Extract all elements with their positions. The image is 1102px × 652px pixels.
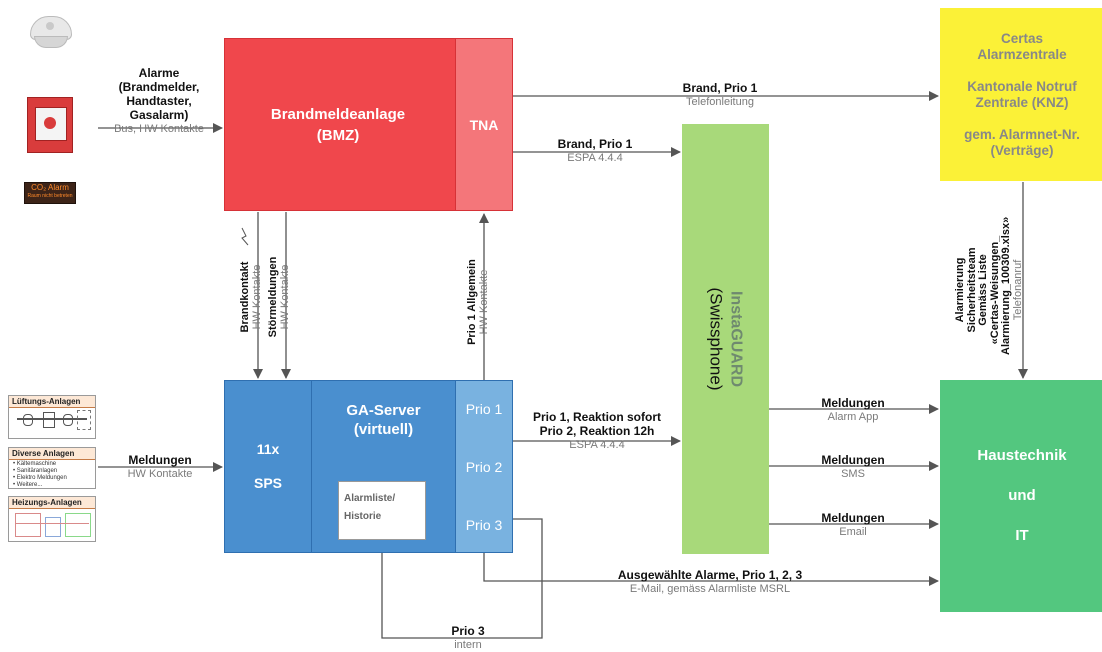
- prio1-label: Prio 1: [465, 401, 503, 417]
- panel-diverse-title: Diverse Anlagen: [9, 448, 95, 460]
- alarm-app-main: Meldungen: [821, 396, 885, 410]
- co2-alarm-icon: CO₂ Alarm Raum nicht betreten: [24, 182, 76, 204]
- alarmierung-label: Alarmierung Sicherheitsteam Gemäss Liste…: [954, 216, 1024, 355]
- alarmliste-box: Alarmliste/ Historie: [338, 481, 426, 540]
- sps-box: 11x SPS: [224, 380, 312, 553]
- tna-box: TNA: [455, 38, 513, 211]
- certas-box: Certas Alarmzentrale Kantonale Notruf Ze…: [940, 8, 1102, 181]
- ausgewaehlte-sub: E-Mail, gemäss Alarmliste MSRL: [629, 583, 791, 595]
- panel-lueftung: Lüftungs-Anlagen: [8, 395, 96, 439]
- alarmierung-main: Alarmierung Sicherheitsteam Gemäss Liste…: [954, 216, 1012, 355]
- stoermeldungen-label: Störmeldungen HW Kontakte: [267, 232, 291, 362]
- sms-main: Meldungen: [821, 453, 885, 467]
- stoermeldungen-sub: HW Kontakte: [279, 264, 291, 330]
- arrow-ausgewaehlte: [483, 553, 939, 586]
- lightning-mark: [241, 227, 249, 246]
- instaguard-vendor: (Swissphone): [706, 287, 726, 391]
- alarmierung-sub: Telefonanruf: [1011, 259, 1024, 321]
- reaktion-label: Prio 1, Reaktion sofort Prio 2, Reaktion…: [514, 410, 680, 452]
- alarm-app-label: Meldungen Alarm App: [790, 396, 916, 424]
- brand-espa-label: Brand, Prio 1 ESPA 4.4.4: [525, 137, 665, 165]
- email-sub: Email: [839, 526, 867, 538]
- sms-label: Meldungen SMS: [790, 453, 916, 481]
- prio3-intern-label: Prio 3 intern: [432, 624, 504, 652]
- prio2-label: Prio 2: [465, 459, 503, 475]
- reaktion-sub: ESPA 4.4.4: [569, 439, 625, 451]
- sms-sub: SMS: [841, 468, 865, 480]
- meldungen-in-sub: HW Kontakte: [127, 468, 193, 480]
- brand-espa-sub: ESPA 4.4.4: [567, 152, 623, 164]
- tna-label: TNA: [469, 116, 499, 133]
- certas-label: Certas Alarmzentrale Kantonale Notruf Ze…: [964, 30, 1080, 158]
- manual-call-point-icon: [27, 97, 73, 153]
- haustechnik-box: Haustechnik und IT: [940, 380, 1102, 612]
- prio3-intern-main: Prio 3: [451, 624, 485, 638]
- ausgewaehlte-main: Ausgewählte Alarme, Prio 1, 2, 3: [617, 568, 803, 582]
- alarmliste-label: Alarmliste/ Historie: [344, 493, 396, 522]
- prio1-allgemein-sub: HW Kontakte: [478, 269, 490, 335]
- instaguard-label: InstaGUARD (Swissphone): [706, 288, 746, 391]
- reaktion-main: Prio 1, Reaktion sofort Prio 2, Reaktion…: [532, 410, 662, 438]
- instaguard-box: InstaGUARD (Swissphone): [682, 124, 769, 554]
- brand-tel-label: Brand, Prio 1 Telefonleitung: [620, 81, 820, 109]
- meldungen-in-label: Meldungen HW Kontakte: [104, 453, 216, 481]
- bmz-label: Brandmeldeanlage (BMZ): [270, 105, 406, 144]
- panel-diverse-items: • Kältemaschine • Sanitäranlagen • Elekt…: [13, 461, 67, 488]
- panel-diverse: Diverse Anlagen • Kältemaschine • Sanitä…: [8, 447, 96, 489]
- meldungen-in-main: Meldungen: [128, 453, 192, 467]
- prio-column: [455, 380, 513, 553]
- haustechnik-label: Haustechnik und IT: [977, 447, 1067, 544]
- brandkontakt-sub: HW Kontakte: [251, 264, 263, 330]
- panel-lueftung-title: Lüftungs-Anlagen: [9, 396, 95, 408]
- alarme-label: Alarme (Brandmelder, Handtaster, Gasalar…: [100, 66, 218, 136]
- brandkontakt-label: Brandkontakt HW Kontakte: [239, 232, 263, 362]
- alarm-app-sub: Alarm App: [827, 411, 879, 423]
- sps-label: 11x SPS: [253, 441, 282, 491]
- alarme-main: Alarme (Brandmelder, Handtaster, Gasalar…: [118, 66, 200, 122]
- smoke-detector-icon: [28, 12, 72, 50]
- panel-heizung: Heizungs-Anlagen: [8, 496, 96, 542]
- stoermeldungen-main: Störmeldungen: [267, 256, 279, 338]
- brandkontakt-main: Brandkontakt: [239, 261, 251, 333]
- alarme-sub: Bus, HW Kontakte: [114, 123, 204, 135]
- prio1-allgemein-label: Prio 1 Allgemein HW Kontakte: [466, 242, 490, 362]
- lueftung-schematic-icon: [9, 408, 95, 436]
- prio3-label: Prio 3: [465, 517, 503, 533]
- email-main: Meldungen: [821, 511, 885, 525]
- prio3-intern-sub: intern: [454, 639, 482, 651]
- bmz-box: Brandmeldeanlage (BMZ): [224, 38, 456, 211]
- brand-espa-main: Brand, Prio 1: [557, 137, 633, 151]
- arrow-prio3-intern: [377, 518, 543, 639]
- ga-server-label: GA-Server (virtuell): [346, 402, 421, 438]
- prio1-allgemein-main: Prio 1 Allgemein: [466, 259, 478, 345]
- email-label: Meldungen Email: [790, 511, 916, 539]
- co2-alarm-sublabel: Raum nicht betreten: [27, 193, 73, 199]
- panel-heizung-title: Heizungs-Anlagen: [9, 497, 95, 509]
- co2-alarm-label: CO₂ Alarm: [31, 183, 69, 192]
- instaguard-name: InstaGUARD: [727, 290, 745, 387]
- ausgewaehlte-label: Ausgewählte Alarme, Prio 1, 2, 3 E-Mail,…: [590, 568, 830, 596]
- brand-tel-sub: Telefonleitung: [686, 96, 754, 108]
- heizung-schematic-icon: [9, 509, 95, 539]
- brand-tel-main: Brand, Prio 1: [682, 81, 758, 95]
